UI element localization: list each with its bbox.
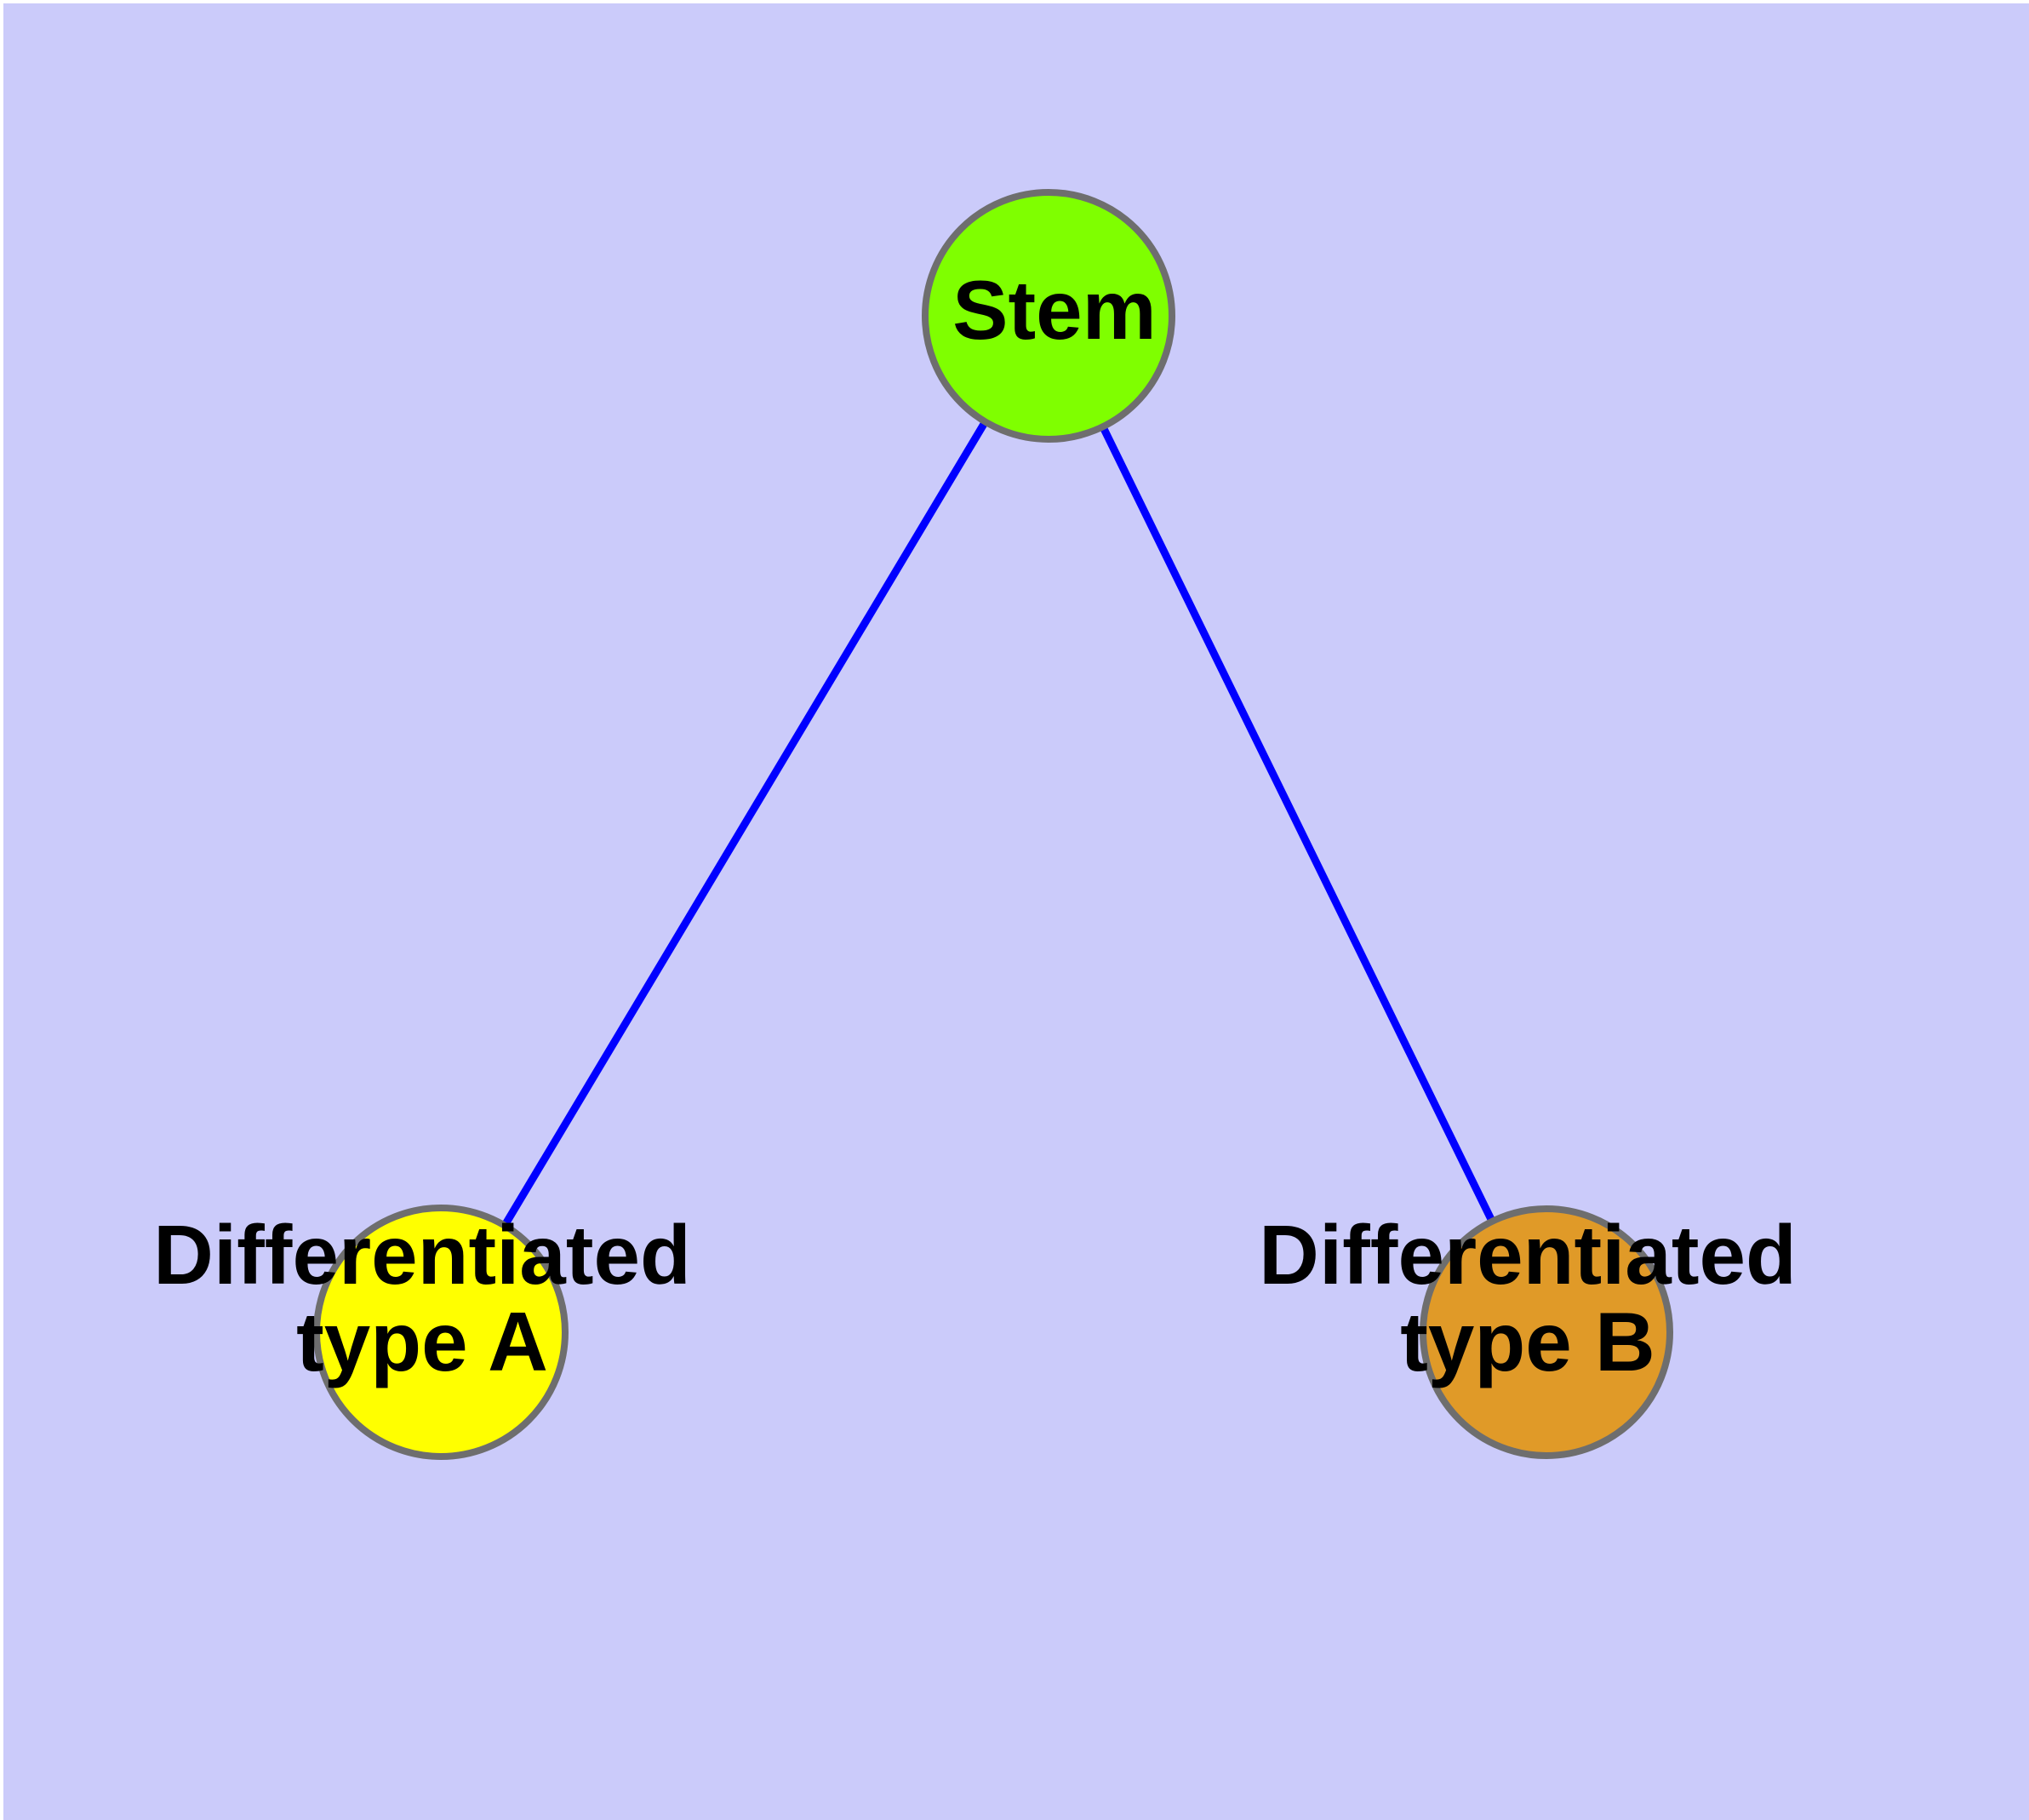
graph-node-label-line: Differentiated [153,1208,691,1302]
graph-node-label-line: type A [296,1295,548,1388]
graph-edge-stem-to-diff_a [437,313,1052,1335]
graph-node-diff_a[interactable] [313,1205,569,1460]
graph-node-diff_b[interactable] [1420,1205,1673,1459]
nodes-layer [313,189,1673,1460]
graph-node-label-line: type B [1400,1295,1655,1388]
edges-layer [437,313,1551,1335]
graph-node-label-stem: Stem [952,263,1157,357]
graph-node-stem[interactable] [922,189,1175,443]
graph-edge-stem-to-diff_b [1044,314,1551,1334]
graph-node-label-line: Stem [952,263,1157,357]
graph-node-label-line: Differentiated [1259,1208,1797,1302]
